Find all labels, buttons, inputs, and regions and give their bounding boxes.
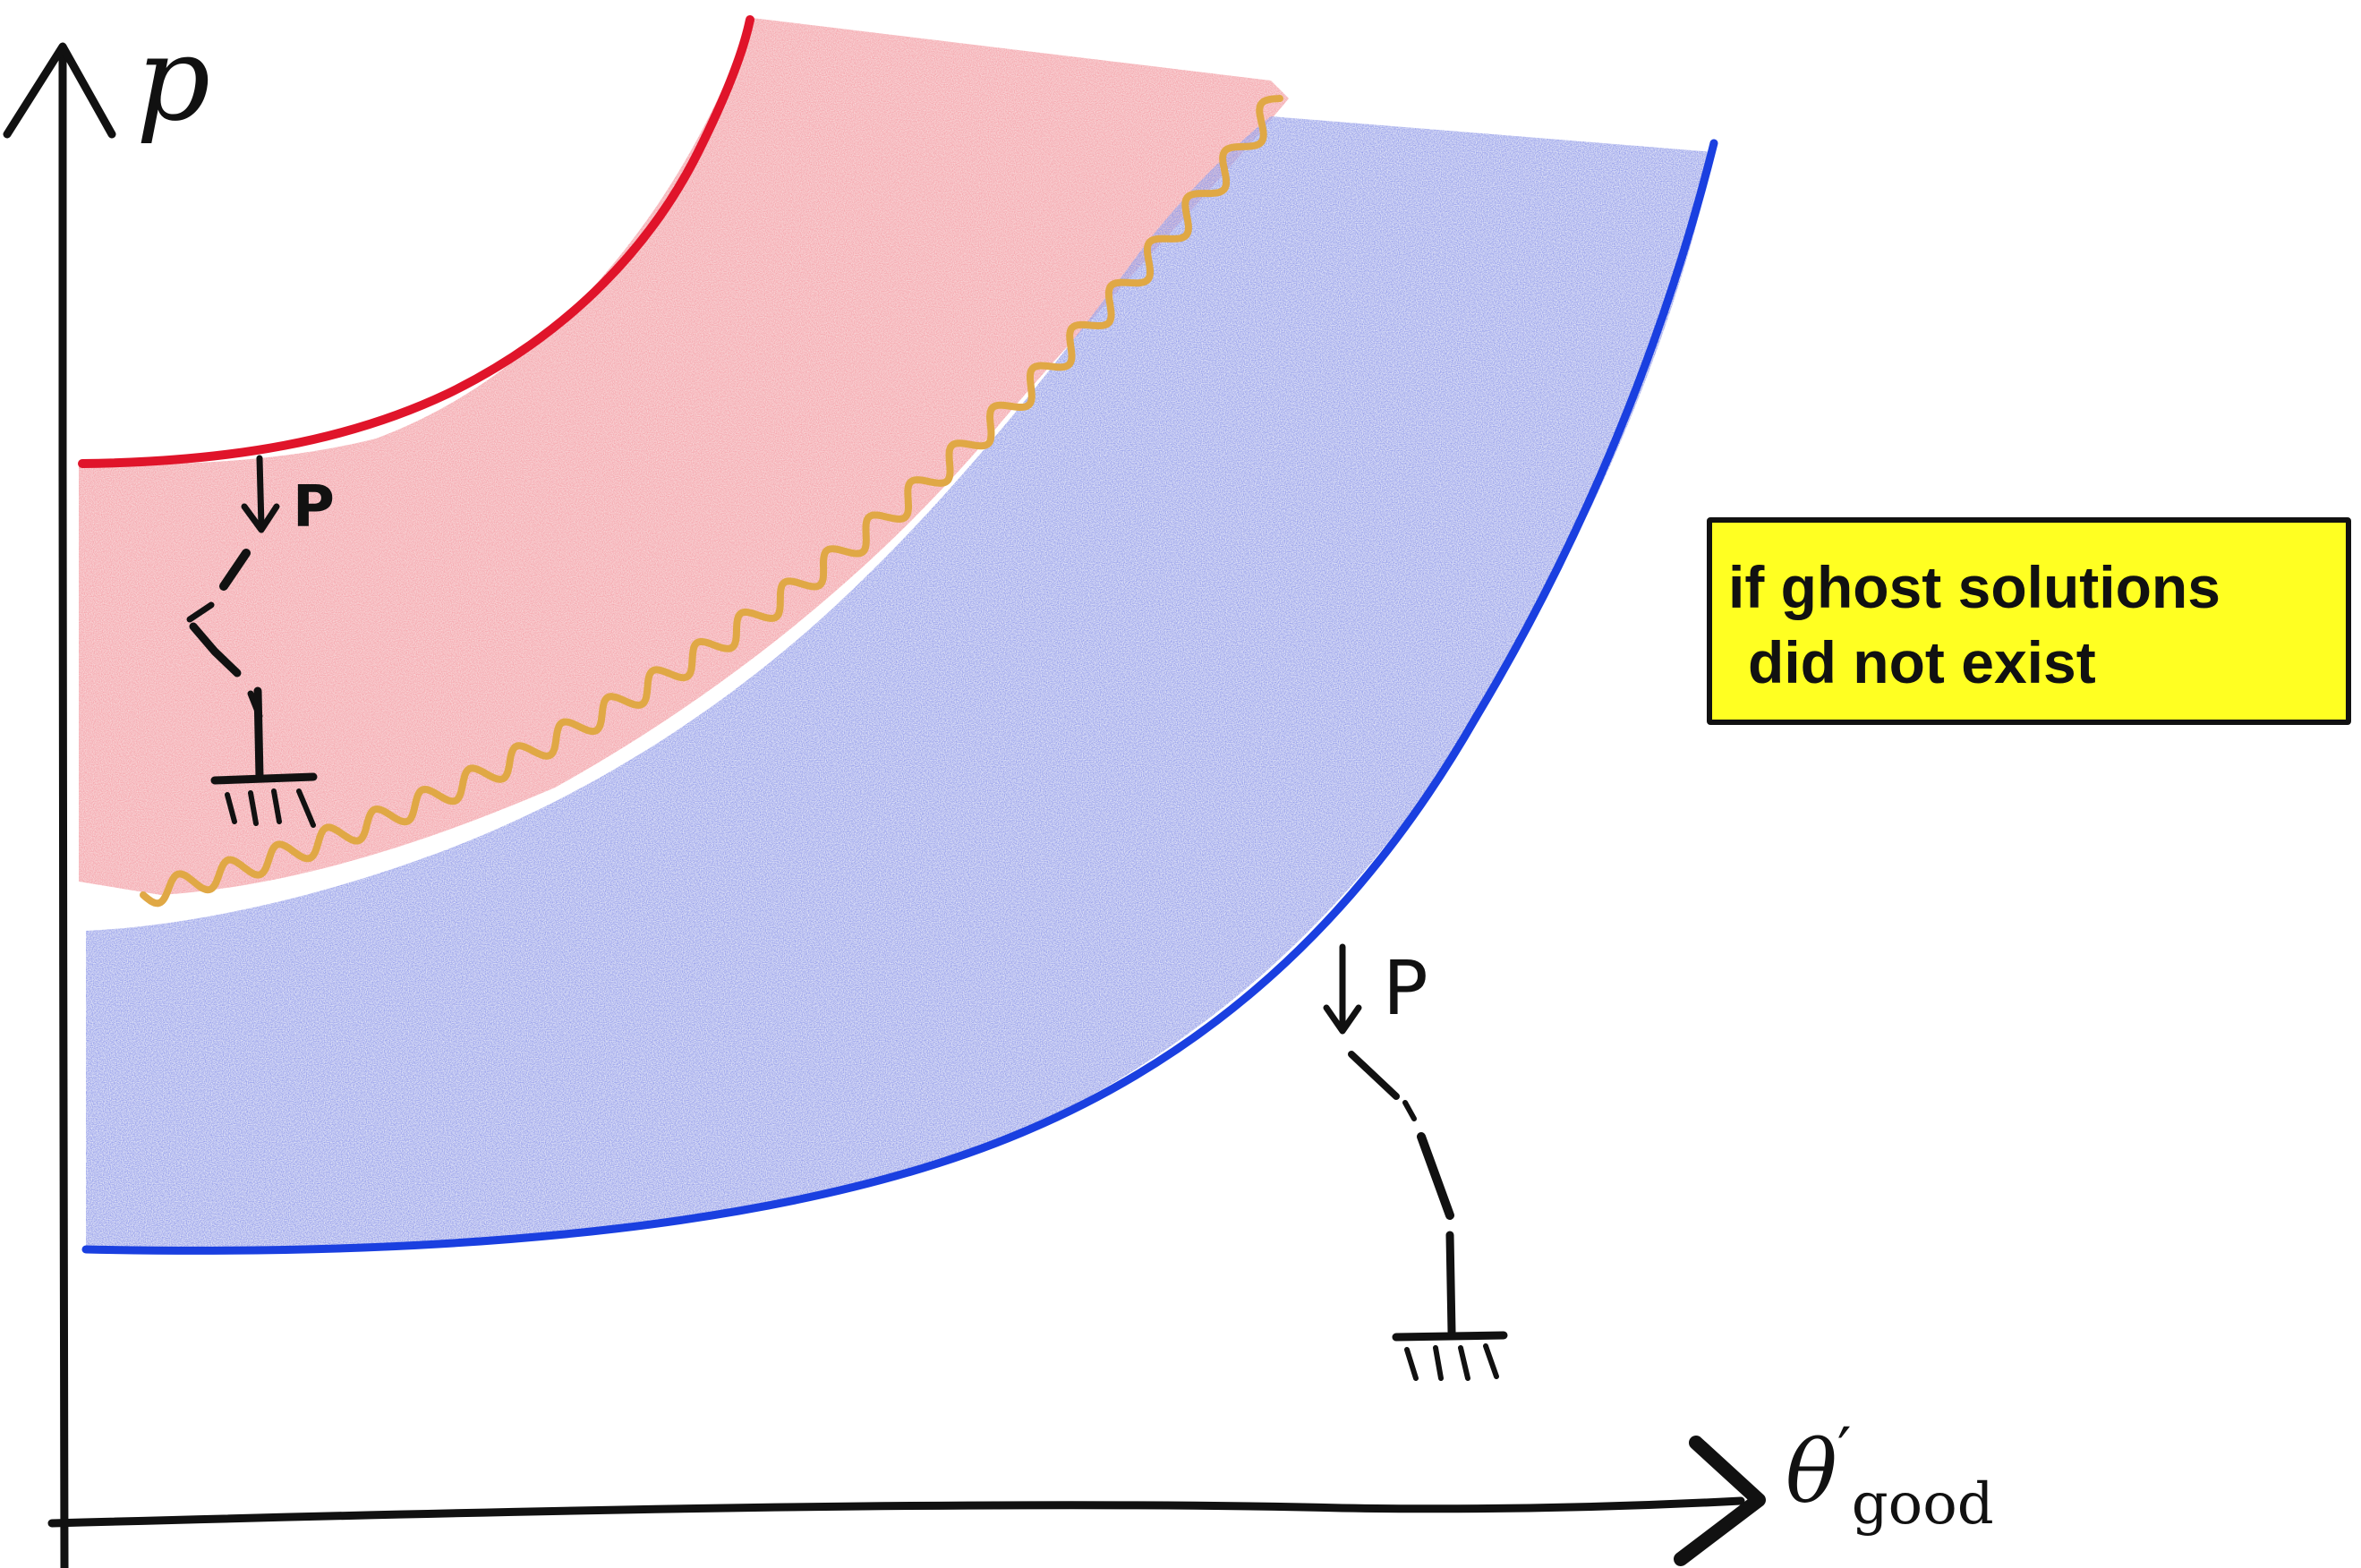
x-axis-subscript: good [1851,1471,1994,1538]
x-axis-prime: ′ [1837,1414,1852,1487]
x-axis-symbol: θ [1786,1422,1837,1522]
x-axis [47,1436,1766,1566]
red-boundary-curve [78,15,754,468]
unstable-region-red [79,18,1289,895]
left-load-label: P [293,474,335,541]
y-axis-arrowhead [3,42,116,139]
note-line-1: if ghost solutions [1728,554,2220,620]
x-axis-label: θ′good [1786,1414,1994,1538]
note-box: if ghost solutions did not exist [1707,517,2351,725]
y-axis-label: p [136,11,211,147]
stable-region-blue [86,116,1714,1249]
straight-column-sketch [1323,943,1508,1381]
wavy-boundary-curve [140,95,1283,908]
ground-support [210,772,318,785]
load-arrow [256,455,265,530]
right-load-label: P [1383,944,1428,1032]
x-axis-arrowhead [1674,1436,1766,1566]
y-axis [3,42,116,1568]
ground-support [1392,1331,1508,1342]
buckled-column-sketch [186,455,318,828]
note-line-2: did not exist [1748,629,2096,695]
blue-boundary-curve [81,139,1718,1255]
